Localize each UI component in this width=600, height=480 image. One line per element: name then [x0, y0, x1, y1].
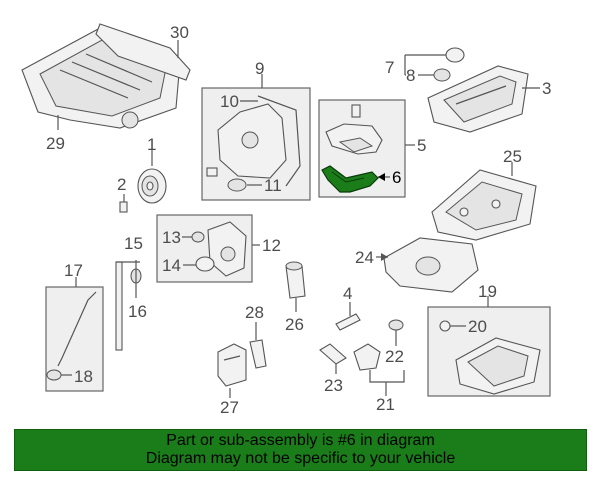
sensor-4[interactable]	[335, 313, 361, 331]
callout-26[interactable]: 26	[285, 315, 304, 334]
oil-pan-housing[interactable]	[383, 237, 479, 293]
info-banner: Part or sub-assembly is #6 in diagram Di…	[14, 429, 587, 471]
callout-8[interactable]: 8	[406, 66, 415, 85]
callout-24[interactable]: 24	[355, 248, 374, 267]
callout-23[interactable]: 23	[324, 376, 343, 395]
part-23[interactable]	[319, 343, 347, 365]
oil-separator[interactable]	[325, 104, 383, 155]
callout-29[interactable]: 29	[46, 134, 65, 153]
callout-15[interactable]: 15	[124, 234, 143, 253]
callout-6[interactable]: 6	[392, 168, 401, 187]
callout-19[interactable]: 19	[478, 282, 497, 301]
timing-cover[interactable]	[217, 95, 301, 187]
callout-4[interactable]: 4	[343, 284, 352, 303]
banner-line-1: Part or sub-assembly is #6 in diagram	[166, 432, 435, 449]
callout-2[interactable]: 2	[117, 175, 126, 194]
callout-14[interactable]: 14	[162, 256, 181, 275]
parts-diagram: 30 29 1 2 9 10 11 5 6	[21, 23, 551, 417]
callout-16[interactable]: 16	[128, 302, 147, 321]
callout-5[interactable]: 5	[417, 136, 426, 155]
callout-10[interactable]: 10	[220, 92, 239, 111]
callout-30[interactable]: 30	[170, 23, 189, 42]
part-28[interactable]	[249, 339, 267, 369]
callout-21[interactable]: 21	[376, 395, 395, 414]
oil-seal-large[interactable]	[195, 256, 215, 272]
upper-oil-pan[interactable]	[431, 169, 537, 241]
oil-pump-part-21[interactable]	[353, 343, 381, 371]
callout-7[interactable]: 7	[385, 58, 394, 77]
callout-1[interactable]: 1	[147, 135, 156, 154]
lower-oil-pan[interactable]	[455, 337, 541, 395]
callout-3[interactable]: 3	[542, 79, 551, 98]
valve-cover[interactable]	[427, 65, 529, 133]
callout-11[interactable]: 11	[264, 176, 282, 195]
callout-13[interactable]: 13	[162, 228, 181, 247]
crankshaft-pulley[interactable]	[137, 168, 167, 204]
oil-filter[interactable]	[285, 261, 306, 299]
seal-22[interactable]	[388, 319, 404, 331]
callout-12[interactable]: 12	[262, 236, 281, 255]
front-cover[interactable]	[207, 221, 247, 277]
pcv-part-6-highlighted[interactable]	[321, 165, 379, 193]
callout-27[interactable]: 27	[220, 398, 239, 417]
cover-seal-ring[interactable]	[227, 178, 247, 192]
mount-bracket[interactable]	[217, 343, 247, 387]
callout-22[interactable]: 22	[385, 347, 404, 366]
callout-25[interactable]: 25	[503, 147, 522, 166]
callout-9[interactable]: 9	[255, 59, 264, 78]
callout-17[interactable]: 17	[64, 261, 83, 280]
oil-seal-small[interactable]	[191, 231, 205, 243]
callout-20[interactable]: 20	[468, 317, 487, 336]
drain-plug[interactable]	[439, 320, 451, 332]
oil-filler-cap[interactable]	[445, 47, 465, 63]
callout-28[interactable]: 28	[245, 303, 264, 322]
pulley-bolt[interactable]	[119, 194, 128, 213]
arrow-6-icon	[378, 173, 385, 181]
callout-18[interactable]: 18	[74, 367, 93, 386]
cover-bolt[interactable]	[206, 167, 218, 177]
arrow-24-icon	[381, 253, 388, 261]
dipstick-tube[interactable]	[46, 291, 97, 381]
banner-line-2: Diagram may not be specific to your vehi…	[145, 450, 456, 467]
intake-gasket[interactable]	[95, 23, 191, 81]
cap-seal[interactable]	[433, 68, 451, 82]
